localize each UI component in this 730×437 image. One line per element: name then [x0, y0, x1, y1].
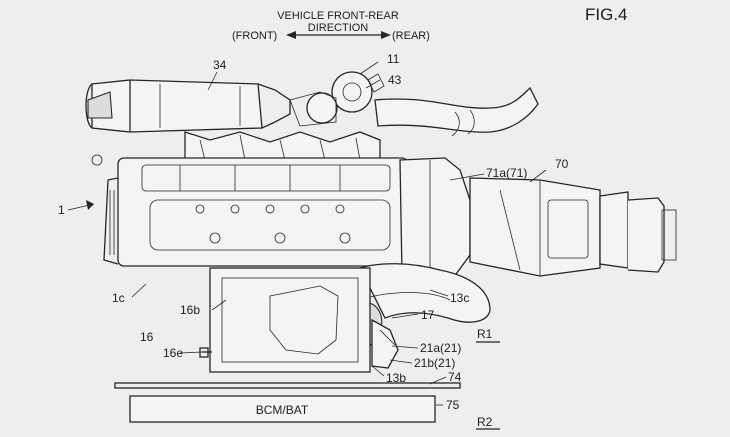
direction-title-line2: DIRECTION	[308, 22, 369, 34]
label-16b: 16b	[180, 303, 200, 317]
label-1c: 1c	[112, 291, 125, 305]
label-34: 34	[213, 58, 227, 72]
label-75: 75	[446, 398, 460, 412]
bcm-bat-box	[129, 395, 436, 423]
label-16: 16	[140, 330, 154, 344]
intake-runners	[184, 131, 381, 161]
oil-pan	[199, 267, 371, 373]
figure-label: FIG.4	[585, 5, 628, 24]
label-16e: 16e	[163, 346, 183, 360]
label-1: 1	[58, 203, 65, 217]
frame-74	[114, 382, 461, 389]
label-21a: 21a(21)	[420, 341, 461, 355]
direction-arrow	[286, 31, 391, 39]
drive-shaft-pipe	[374, 86, 539, 137]
label-70: 70	[555, 157, 569, 171]
direction-front-label: (FRONT)	[232, 30, 277, 42]
direction-title-line1: VEHICLE FRONT-REAR	[277, 10, 399, 22]
catalyst-canister	[85, 79, 291, 166]
label-21b: 21b(21)	[414, 356, 455, 370]
label-17: 17	[421, 308, 435, 322]
label-71a: 71a(71)	[486, 166, 527, 180]
transmission	[399, 157, 677, 286]
label-r2: R2	[477, 415, 493, 429]
direction-rear-label: (REAR)	[392, 30, 430, 42]
label-74: 74	[448, 370, 462, 384]
turbocharger	[289, 71, 385, 127]
leader-lines	[67, 61, 547, 406]
label-43: 43	[388, 73, 402, 87]
label-13b: 13b	[386, 371, 406, 385]
label-r1: R1	[477, 327, 493, 341]
label-13c: 13c	[450, 291, 469, 305]
engine-block	[103, 157, 409, 267]
bcm-bat-label: BCM/BAT	[256, 403, 309, 417]
label-11: 11	[387, 52, 400, 66]
